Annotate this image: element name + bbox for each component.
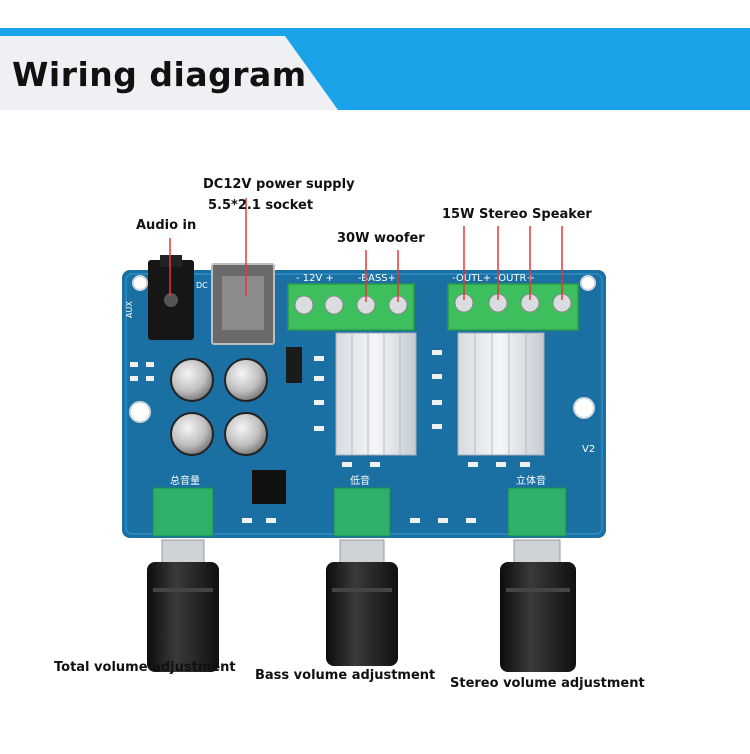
- header-banner: [0, 28, 750, 110]
- callout-lines: [169, 198, 563, 302]
- stereo-volume-label: Stereo volume adjustment: [450, 676, 645, 691]
- total-volume-label: Total volume adjustment: [54, 660, 236, 675]
- power-supply-label: DC12V power supply: [203, 177, 355, 192]
- page-title: Wiring diagram: [12, 55, 307, 94]
- aux-silk: AUX: [125, 301, 134, 318]
- mount-hole: [580, 275, 596, 291]
- audio-in-label: Audio in: [136, 218, 197, 233]
- speaker-terminal-silk: -OUTL+ -OUTR+: [452, 273, 535, 284]
- mount-hole: [129, 401, 151, 423]
- capacitor: [224, 358, 268, 402]
- power-terminal-silk: - 12V +: [296, 273, 334, 284]
- header-tab: [0, 36, 338, 110]
- heatsink-right: [457, 332, 545, 456]
- stereo-silk: 立体音: [516, 474, 546, 487]
- capacitor: [224, 412, 268, 456]
- diode: [286, 347, 302, 383]
- version-silk: V2: [582, 444, 595, 455]
- speaker-label: 15W Stereo Speaker: [442, 207, 592, 222]
- speaker-terminal-block: [447, 283, 579, 331]
- ic-chip: [252, 470, 286, 504]
- capacitor: [170, 412, 214, 456]
- total-volume-knob[interactable]: [147, 487, 219, 672]
- capacitor: [170, 358, 214, 402]
- bass-terminal-silk: -BASS+: [358, 273, 396, 284]
- dc-silk: DC: [196, 281, 208, 290]
- mount-hole: [132, 275, 148, 291]
- stereo-volume-knob[interactable]: [500, 487, 576, 672]
- bass-volume-knob[interactable]: [326, 487, 398, 666]
- power-socket-label: 5.5*2.1 socket: [208, 198, 314, 213]
- bass-silk: 低音: [350, 474, 370, 487]
- heatsink-left: [335, 332, 417, 456]
- mount-hole: [573, 397, 595, 419]
- woofer-label: 30W woofer: [337, 231, 425, 246]
- total-volume-silk: 总音量: [170, 474, 200, 487]
- power-terminal-block: [287, 283, 415, 331]
- smd-components: [130, 350, 530, 523]
- bass-volume-label: Bass volume adjustment: [255, 668, 436, 683]
